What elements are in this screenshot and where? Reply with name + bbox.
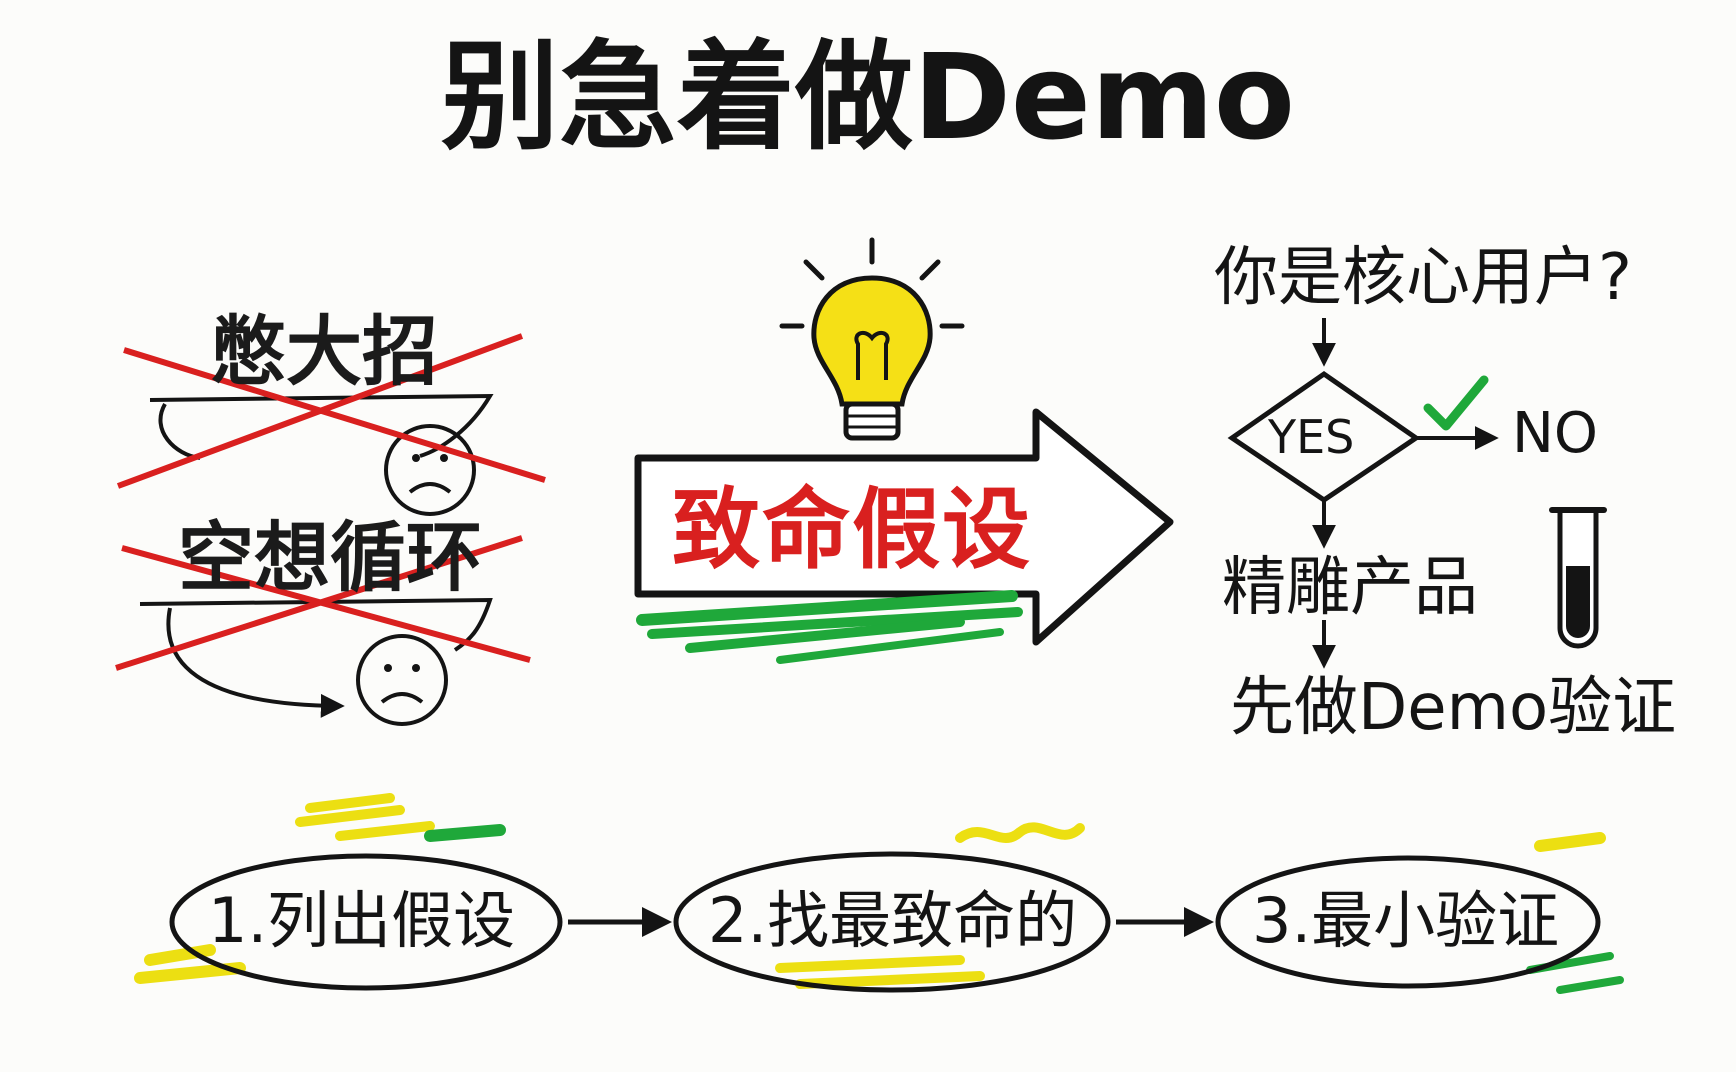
green-marker-underline: [636, 590, 1023, 664]
step-oval: [1215, 855, 1601, 989]
flowchart: [1227, 318, 1607, 669]
sad-face-icon: [356, 634, 448, 726]
step-oval: [673, 851, 1111, 993]
anti-pattern-big-move: [116, 333, 546, 516]
page-title: 别急着做Demo: [440, 28, 1295, 166]
flow-question: 你是核心用户?: [1214, 241, 1632, 315]
test-tube-icon: [1549, 507, 1607, 649]
step-highlights: [134, 793, 1624, 994]
flow-no-label: NO: [1512, 401, 1598, 466]
big-arrow-shape: [634, 408, 1174, 646]
flow-polish-label: 精雕产品: [1222, 551, 1478, 625]
lightbulb-icon: [779, 237, 965, 441]
flow-demo-first-label: 先做Demo验证: [1230, 671, 1677, 745]
red-strike-x: [116, 333, 546, 489]
step-label-2: 2.找最致命的: [708, 884, 1078, 957]
check-mark-icon: [1423, 375, 1489, 431]
step-oval: [169, 853, 563, 991]
anti-pattern-fantasy-loop: [115, 535, 531, 726]
anti-pattern-label-big-move: 憋大招: [210, 307, 438, 396]
fatal-assumption-label: 致命假设: [672, 478, 1033, 581]
step-label-1: 1.列出假设: [208, 884, 516, 957]
sad-face-icon: [384, 424, 476, 516]
flow-yes-label: YES: [1268, 410, 1355, 464]
anti-pattern-label-fantasy-loop: 空想循环: [178, 513, 482, 602]
loop-arrow: [139, 597, 493, 706]
red-strike-x: [115, 535, 531, 671]
step-label-3: 3.最小验证: [1252, 884, 1560, 957]
